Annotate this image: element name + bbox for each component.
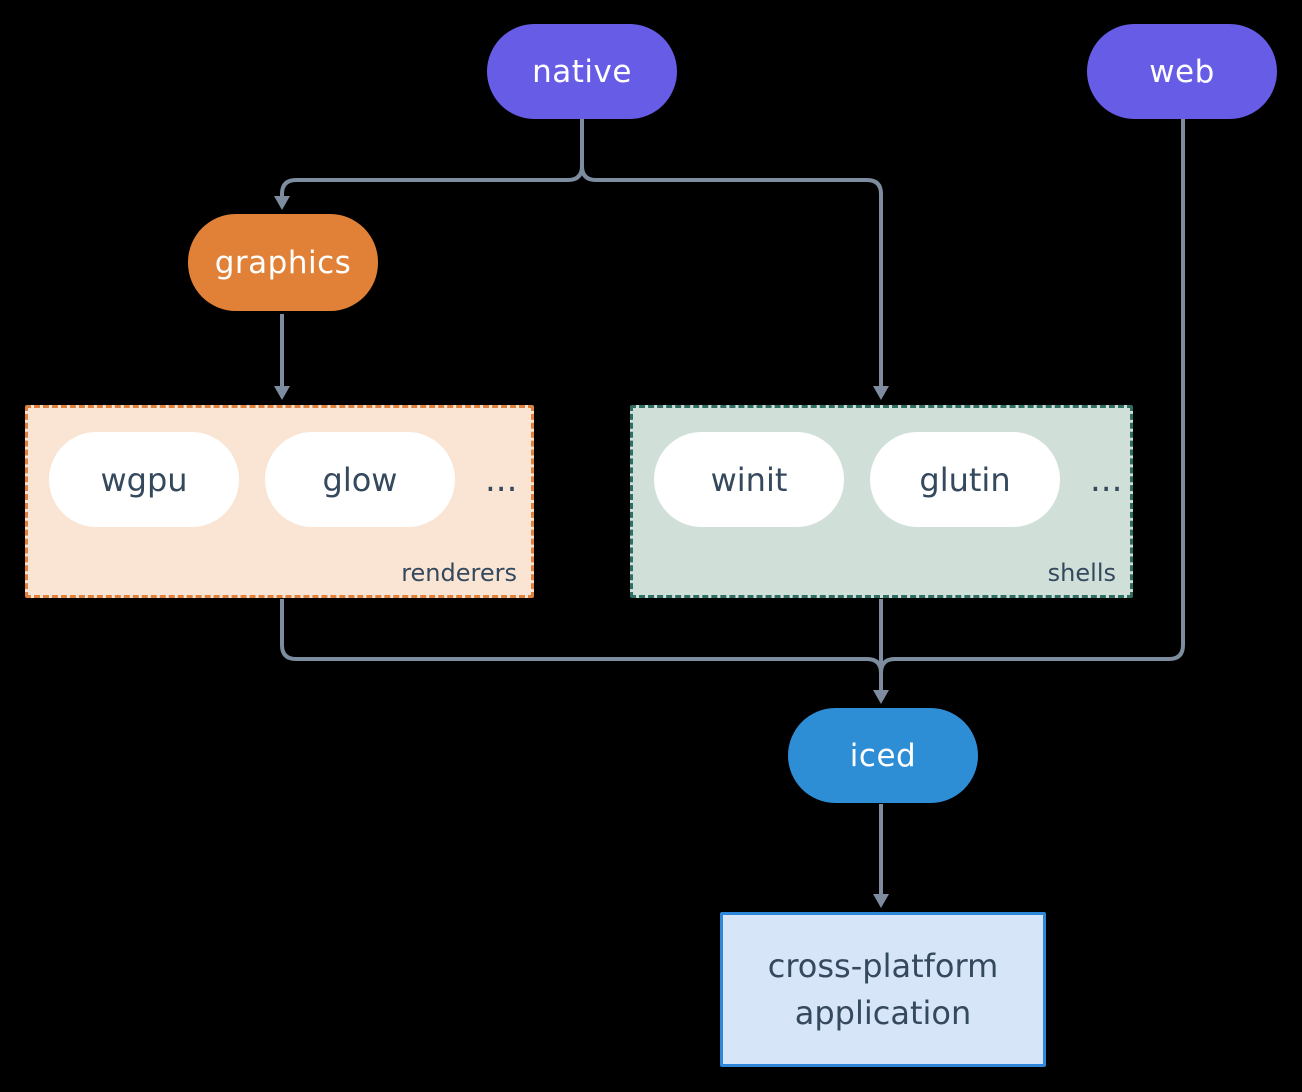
edge-renderers-junction xyxy=(280,599,883,674)
arrowhead-into-shells xyxy=(873,386,889,400)
group-shells-row: winit glutin ... xyxy=(654,432,1122,527)
application-label-line1: cross-platform xyxy=(767,946,999,985)
node-native: native xyxy=(487,24,677,119)
node-native-label: native xyxy=(532,53,632,90)
node-glutin-label: glutin xyxy=(919,460,1011,499)
node-glow-label: glow xyxy=(322,460,398,499)
arrowhead-into-iced xyxy=(873,690,889,704)
node-cross-platform-application: cross-platform application xyxy=(720,912,1046,1067)
group-renderers: wgpu glow ... renderers xyxy=(25,405,534,598)
arrowhead-into-graphics xyxy=(274,196,290,210)
node-web-label: web xyxy=(1149,53,1215,90)
node-iced-label: iced xyxy=(849,737,917,774)
application-label-line2: application xyxy=(794,993,972,1032)
node-graphics-label: graphics xyxy=(214,244,352,281)
node-glow: glow xyxy=(265,432,455,527)
group-shells: winit glutin ... shells xyxy=(630,405,1133,598)
node-glutin: glutin xyxy=(870,432,1060,527)
shells-ellipsis: ... xyxy=(1090,459,1123,500)
group-renderers-row: wgpu glow ... xyxy=(49,432,517,527)
group-shells-label: shells xyxy=(1047,559,1116,587)
node-wgpu-label: wgpu xyxy=(100,460,188,499)
node-graphics: graphics xyxy=(188,214,378,311)
edge-native-shells xyxy=(580,165,883,386)
edge-native-graphics xyxy=(280,165,584,196)
group-renderers-label: renderers xyxy=(401,559,517,587)
arrowhead-into-renderers xyxy=(274,386,290,400)
arrowhead-into-application xyxy=(873,894,889,908)
node-iced: iced xyxy=(788,708,978,803)
node-winit-label: winit xyxy=(710,460,788,499)
node-winit: winit xyxy=(654,432,844,527)
renderers-ellipsis: ... xyxy=(485,459,518,500)
node-wgpu: wgpu xyxy=(49,432,239,527)
node-web: web xyxy=(1087,24,1277,119)
